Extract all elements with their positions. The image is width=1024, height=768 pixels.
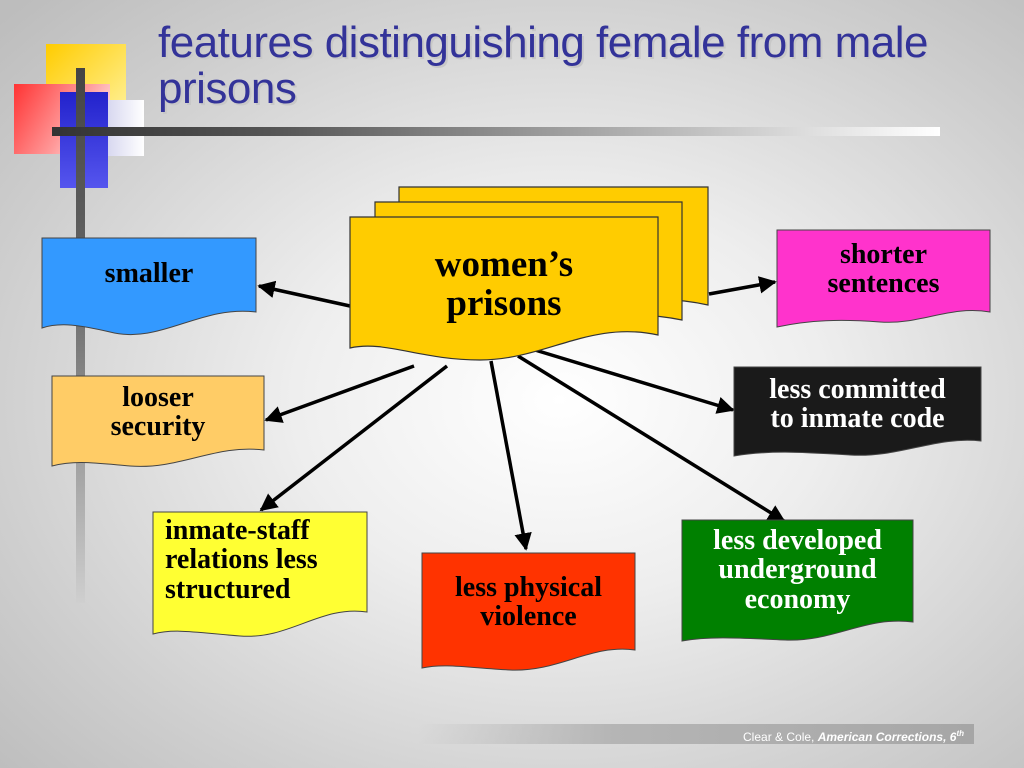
slide-title: features distinguishing female from male… bbox=[158, 18, 928, 113]
shorter-sentences-label: shorter sentences bbox=[777, 236, 990, 302]
less-committed-line1: less committed bbox=[769, 373, 946, 405]
arrow-to-inmate-staff bbox=[259, 364, 449, 512]
women-prisons-label: women’s prisons bbox=[370, 240, 638, 330]
inmate-staff-line3: structured bbox=[165, 573, 291, 605]
less-developed-node-shape bbox=[681, 519, 914, 642]
less-developed-line1: less developed bbox=[713, 524, 882, 556]
arrow-to-smaller bbox=[257, 280, 351, 308]
arrow-to-less-physical-violence bbox=[489, 360, 532, 551]
inmate-staff-node-shape bbox=[152, 511, 368, 637]
arrow-to-less-committed bbox=[534, 348, 735, 414]
shorter-sentences-line1: shorter bbox=[839, 238, 928, 270]
smaller-node-shape bbox=[41, 237, 257, 336]
less-developed-label: less developed underground economy bbox=[682, 522, 913, 618]
footer-prefix: Clear & Cole, bbox=[743, 730, 818, 744]
less-physical-violence-node-shape bbox=[421, 552, 636, 671]
looser-security-line1: looser bbox=[122, 381, 194, 413]
looser-security-node-shape bbox=[51, 375, 265, 467]
inmate-staff-line2: relations less bbox=[165, 544, 318, 576]
women-prisons-line2: prisons bbox=[446, 283, 562, 324]
footer-book-title: American Corrections, 6th bbox=[817, 729, 964, 744]
less-physical-violence-line1: less physical bbox=[454, 571, 603, 603]
inmate-staff-line1: inmate-staff bbox=[165, 514, 310, 546]
shorter-sentences-node-shape bbox=[776, 229, 991, 328]
footer-citation: Clear & Cole, American Corrections, 6th bbox=[418, 724, 974, 744]
arrows bbox=[257, 276, 786, 551]
looser-security-label: looser security bbox=[52, 378, 264, 446]
less-committed-label: less committed to inmate code bbox=[734, 371, 981, 437]
inmate-staff-label: inmate-staff relations less structured bbox=[153, 514, 367, 606]
less-committed-line2: to inmate code bbox=[770, 403, 945, 434]
arrow-to-less-developed bbox=[517, 354, 786, 523]
less-physical-violence-label: less physical violence bbox=[422, 570, 635, 634]
women-prisons-line1: women’s bbox=[434, 244, 574, 286]
smaller-label: smaller bbox=[42, 254, 256, 294]
decor-vertical-line bbox=[76, 68, 85, 603]
smaller-text: smaller bbox=[104, 258, 194, 290]
footer-superscript: th bbox=[956, 729, 964, 738]
doc-front bbox=[349, 216, 659, 361]
shorter-sentences-line2: sentences bbox=[827, 268, 940, 299]
footer-title-text: American Corrections, 6 bbox=[817, 730, 957, 744]
less-developed-line2: underground bbox=[718, 554, 877, 586]
less-developed-line3: economy bbox=[744, 583, 851, 615]
arrow-to-looser-security bbox=[264, 364, 415, 423]
looser-security-line2: security bbox=[110, 411, 206, 442]
less-committed-node-shape bbox=[733, 366, 982, 457]
arrow-to-shorter-sentences bbox=[708, 276, 777, 296]
decor-horizontal-line bbox=[52, 127, 940, 136]
women-prisons-node bbox=[349, 186, 709, 361]
less-physical-violence-line2: violence bbox=[480, 601, 577, 632]
